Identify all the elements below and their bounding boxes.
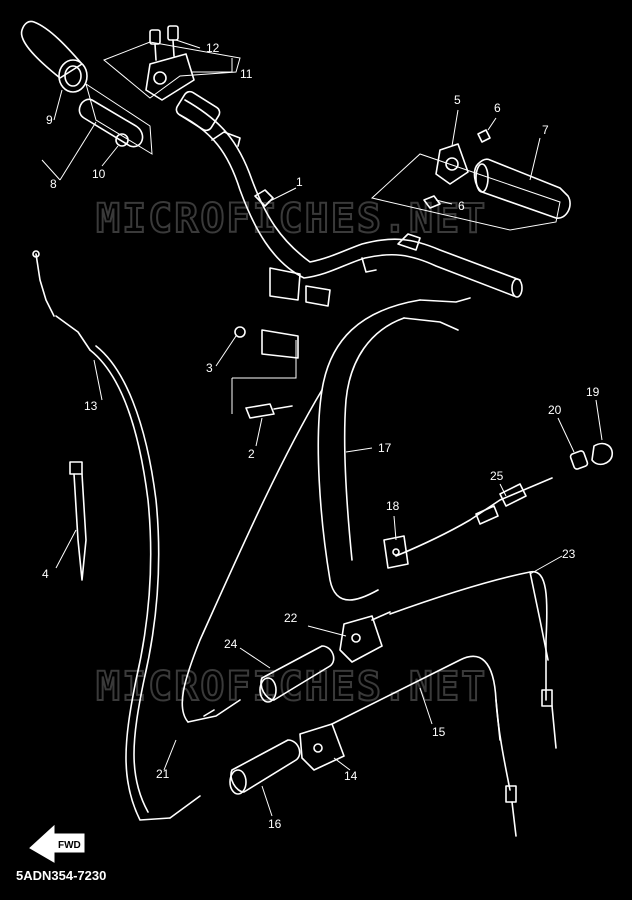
cable-13 bbox=[32, 250, 201, 821]
callout-13: 13 bbox=[84, 399, 98, 413]
fittings-19-20 bbox=[569, 442, 614, 470]
watermark-top: MICROFICHES.NET bbox=[96, 196, 487, 242]
callout-10: 10 bbox=[92, 167, 106, 181]
callout-22: 22 bbox=[284, 611, 298, 625]
throttle-housing bbox=[103, 25, 241, 101]
callout-1: 1 bbox=[296, 175, 303, 189]
fwd-label: FWD bbox=[58, 840, 81, 851]
callout-21: 21 bbox=[156, 767, 170, 781]
callout-9: 9 bbox=[46, 113, 53, 127]
left-grip-assembly bbox=[20, 20, 153, 155]
right-grip-assembly bbox=[370, 129, 571, 231]
switch-22 bbox=[339, 611, 391, 663]
callout-7: 7 bbox=[542, 123, 549, 137]
callout-16: 16 bbox=[268, 817, 282, 831]
callout-12: 12 bbox=[206, 41, 220, 55]
callout-2: 2 bbox=[248, 447, 255, 461]
fwd-arrow-icon: FWD bbox=[29, 824, 85, 863]
callout-6-top: 6 bbox=[494, 101, 501, 115]
callout-18: 18 bbox=[386, 499, 400, 513]
leader-lines bbox=[41, 39, 603, 817]
diagram-code: 5ADN354-7230 bbox=[16, 868, 106, 883]
callout-20: 20 bbox=[548, 403, 562, 417]
callout-14: 14 bbox=[344, 769, 358, 783]
callout-6-bottom: 6 bbox=[458, 199, 465, 213]
callout-8: 8 bbox=[50, 177, 57, 191]
grip-16 bbox=[229, 739, 301, 795]
callout-3: 3 bbox=[206, 361, 213, 375]
grip-24 bbox=[259, 645, 335, 703]
callout-15: 15 bbox=[432, 725, 446, 739]
callout-11: 11 bbox=[240, 67, 253, 81]
cable-clip bbox=[383, 535, 409, 569]
watermark-bottom: MICROFICHES.NET bbox=[96, 664, 487, 710]
cable-25 bbox=[395, 477, 553, 557]
callout-5: 5 bbox=[454, 93, 461, 107]
callout-labels: 1 2 3 4 5 6 6 7 8 9 10 11 12 13 14 15 16… bbox=[42, 41, 600, 831]
callout-4: 4 bbox=[42, 567, 49, 581]
cable-23 bbox=[389, 571, 557, 749]
handlebar bbox=[175, 90, 523, 298]
callout-24: 24 bbox=[224, 637, 238, 651]
callout-25: 25 bbox=[490, 469, 504, 483]
callout-23: 23 bbox=[562, 547, 576, 561]
handlebar-holder bbox=[231, 267, 331, 419]
cable-tie bbox=[69, 461, 87, 581]
cable-21 bbox=[187, 699, 241, 723]
callout-19: 19 bbox=[586, 385, 600, 399]
cable-15 bbox=[331, 655, 517, 837]
switch-14 bbox=[299, 723, 345, 771]
cable-17 bbox=[181, 297, 471, 723]
callout-17: 17 bbox=[378, 441, 392, 455]
